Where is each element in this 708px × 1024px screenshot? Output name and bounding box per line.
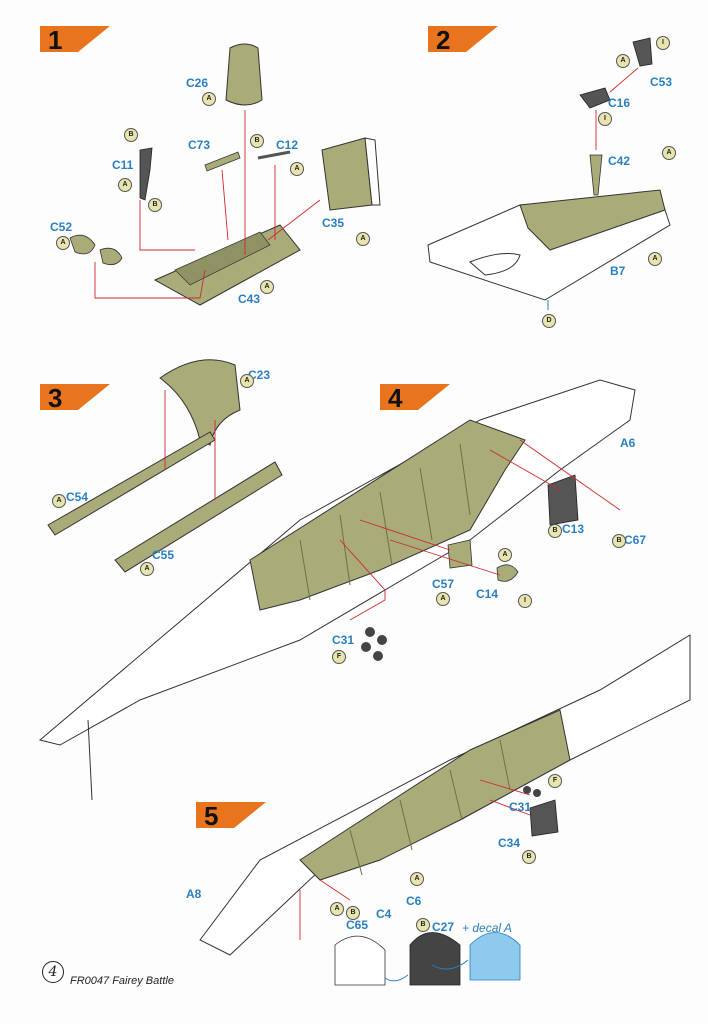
- paint-callout-b: B: [148, 198, 162, 212]
- step1-drawing: [69, 43, 381, 306]
- part-label-c55: C55: [152, 548, 175, 562]
- paint-callout-a: A: [260, 280, 274, 294]
- step-number: 4: [388, 383, 403, 413]
- paint-callout-a: A: [290, 162, 304, 176]
- step-number: 5: [204, 801, 219, 831]
- part-label-c26: C26: [186, 76, 209, 90]
- step-number: 3: [48, 383, 63, 413]
- step-1-badge: 1: [40, 25, 110, 55]
- step4-drawing: [38, 379, 636, 801]
- paint-callout-b: B: [250, 134, 264, 148]
- part-label-c67: C67: [624, 533, 647, 547]
- paint-callout-a: A: [56, 236, 70, 250]
- kit-title: FR0047 Fairey Battle: [70, 975, 174, 987]
- paint-callout-d: D: [542, 314, 556, 328]
- part-label-a6: A6: [620, 436, 636, 450]
- paint-callout-f: F: [332, 650, 346, 664]
- paint-callout-b: B: [416, 918, 430, 932]
- step-3-badge: 3: [40, 383, 110, 413]
- part-label-b7: B7: [610, 264, 626, 278]
- step-4-badge: 4: [380, 383, 450, 413]
- part-label-c34: C34: [498, 836, 521, 850]
- part-label-c65: C65: [346, 918, 369, 932]
- step-number: 2: [436, 25, 451, 55]
- paint-callout-b: B: [346, 906, 360, 920]
- paint-callout-b: B: [548, 524, 562, 538]
- step2-drawing: [427, 37, 671, 310]
- part-label-c57: C57: [432, 577, 455, 591]
- paint-callout-a: A: [662, 146, 676, 160]
- part-label-a8: A8: [186, 887, 202, 901]
- part-label-c31-step4: C31: [332, 633, 355, 647]
- paint-callout-a: A: [330, 902, 344, 916]
- paint-callout-a: A: [616, 54, 630, 68]
- part-label-c27: C27: [432, 920, 455, 934]
- step3-drawing: [47, 359, 283, 573]
- paint-callout-a: A: [140, 562, 154, 576]
- part-label-c14: C14: [476, 587, 499, 601]
- step-5-badge: 5: [196, 801, 266, 831]
- part-label-c54: C54: [66, 490, 89, 504]
- paint-callout-f: F: [548, 774, 562, 788]
- step-number: 1: [48, 25, 63, 55]
- page-number: 4: [42, 961, 64, 983]
- paint-callout-i: I: [656, 36, 670, 50]
- paint-callout-a: A: [410, 872, 424, 886]
- part-label-c13: C13: [562, 522, 585, 536]
- paint-callout-b: B: [522, 850, 536, 864]
- paint-callout-b: B: [612, 534, 626, 548]
- paint-callout-a: A: [498, 548, 512, 562]
- part-label-c35: C35: [322, 216, 345, 230]
- paint-callout-a: A: [240, 374, 254, 388]
- part-label-c52: C52: [50, 220, 73, 234]
- part-label-c12: C12: [276, 138, 299, 152]
- paint-callout-i: I: [518, 594, 532, 608]
- part-label-c4: C4: [376, 907, 392, 921]
- step-2-badge: 2: [428, 25, 498, 55]
- part-label-c16: C16: [608, 96, 631, 110]
- paint-callout-a: A: [118, 178, 132, 192]
- paint-callout-a: A: [52, 494, 66, 508]
- part-label-c43: C43: [238, 292, 261, 306]
- part-label-c53: C53: [650, 75, 673, 89]
- paint-callout-i: I: [598, 112, 612, 126]
- paint-callout-a: A: [436, 592, 450, 606]
- part-label-c6: C6: [406, 894, 422, 908]
- part-label-c31-step5: C31: [509, 800, 532, 814]
- part-label-c11: C11: [112, 158, 134, 172]
- part-label-c42: C42: [608, 154, 631, 168]
- paint-callout-a: A: [202, 92, 216, 106]
- part-label-c73: C73: [188, 138, 211, 152]
- paint-callout-b: B: [124, 128, 138, 142]
- step5-drawing: [199, 634, 691, 986]
- paint-callout-a: A: [648, 252, 662, 266]
- paint-callout-a: A: [356, 232, 370, 246]
- decal-note: + decal A: [462, 921, 512, 935]
